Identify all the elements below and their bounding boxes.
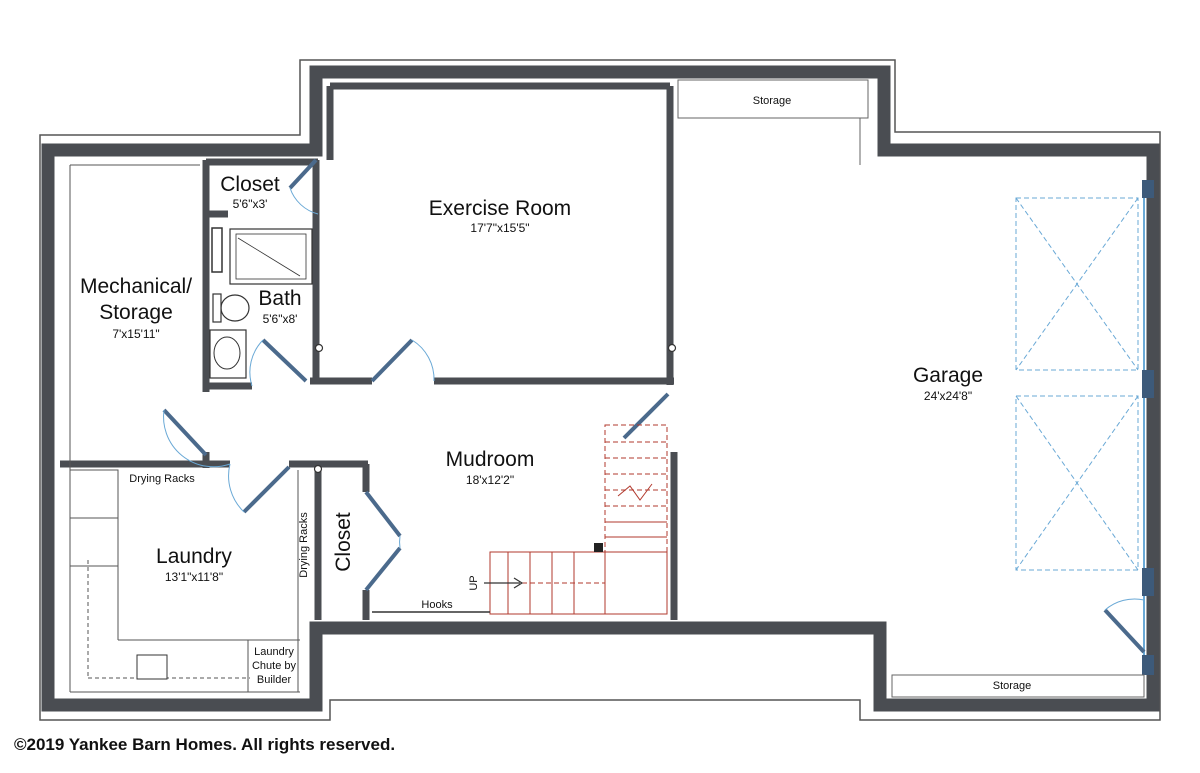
thin-lines (69, 164, 300, 693)
stair-post (594, 543, 603, 552)
exercise-room-name: Exercise Room (429, 197, 571, 220)
garage-name: Garage (913, 364, 983, 387)
posts (313, 343, 677, 474)
storage-bottom-note: Storage (993, 680, 1032, 692)
chute-note-2: Chute by (252, 660, 297, 672)
exterior-outline (39, 59, 1161, 721)
garage-storage-bottom (891, 674, 1145, 698)
mechanical-dim: 7'x15'11" (112, 327, 159, 341)
mudroom-name: Mudroom (446, 448, 535, 471)
vanity-sink (213, 336, 241, 370)
car-outlines (1015, 197, 1139, 571)
closet-mud-name: Closet (332, 512, 355, 572)
toilet (220, 294, 250, 322)
up-note: UP (468, 575, 480, 590)
shower-drain-line (237, 237, 301, 277)
stairs (489, 424, 668, 615)
toilet-tank (212, 293, 222, 323)
mechanical-name-1: Mechanical/ (80, 275, 192, 298)
closet-top-name: Closet (220, 173, 280, 196)
closet-shelf (211, 227, 223, 273)
up-arrow-head (513, 577, 524, 589)
chute-note-3: Builder (257, 674, 292, 686)
garage-door-jamb-1 (1142, 180, 1154, 198)
storage-top-note: Storage (753, 95, 792, 107)
garage-dim: 24'x24'8" (924, 389, 972, 403)
exterior-wall (41, 65, 1160, 712)
hooks-note: Hooks (421, 599, 453, 611)
drying-racks-v-note: Drying Racks (298, 512, 310, 578)
garage-door-jamb-2 (1142, 370, 1154, 398)
shower-inner (235, 233, 307, 280)
exercise-room-dim: 17'7"x15'5" (470, 221, 529, 235)
garage-door-jamb-3 (1142, 568, 1154, 596)
closet-top-dim: 5'6"x3' (233, 197, 268, 211)
bath-name: Bath (258, 287, 301, 310)
laundry-name: Laundry (156, 545, 232, 568)
interior-walls (60, 82, 678, 620)
chute-note-1: Laundry (254, 646, 294, 658)
copyright-text: ©2019 Yankee Barn Homes. All rights rese… (14, 735, 396, 754)
laundry-sink (136, 654, 168, 680)
garage-door-jamb-4 (1142, 655, 1154, 675)
mechanical-name-2: Storage (99, 301, 173, 324)
laundry-dim: 13'1"x11'8" (165, 570, 223, 584)
drying-racks-h-note: Drying Racks (129, 473, 195, 485)
door-swings (163, 187, 1145, 611)
bath-dim: 5'6"x8' (263, 312, 298, 326)
garage-storage-top (677, 79, 869, 119)
mudroom-dim: 18'x12'2" (466, 473, 514, 487)
doors (162, 158, 1146, 654)
